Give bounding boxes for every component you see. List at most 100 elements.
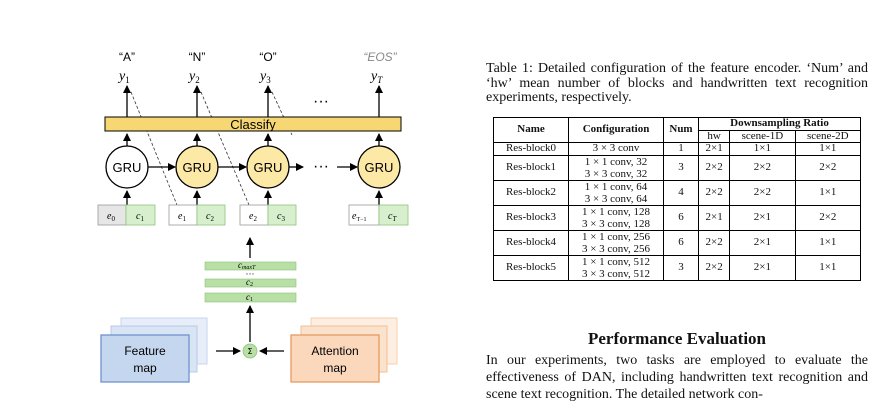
output-char-3: “O” — [259, 50, 276, 64]
table-caption: Table 1: Detailed configuration of the f… — [486, 61, 868, 105]
feature-map-label-2: map — [133, 361, 157, 375]
cell-hw: 2×2 — [697, 154, 731, 181]
output-labels: “A” “N” “O” “EOS” — [119, 50, 398, 64]
config-table: Name Configuration Num Downsampling Rati… — [493, 117, 862, 281]
cell-scene-2d: 2×2 — [794, 154, 862, 181]
context-pairs: e0 c1 e1 c2 e2 c3 eT−1 cT — [97, 204, 409, 226]
output-char-1: “A” — [119, 50, 135, 64]
cell-name: Res-block3 — [493, 204, 569, 231]
context-label-maxT: cmaxT — [238, 260, 256, 271]
table-header-row: Name Configuration Num Downsampling Rati… — [493, 117, 861, 143]
cell-scene-2d: 1×1 — [794, 142, 862, 156]
output-char-eos: “EOS” — [363, 50, 397, 64]
context-dots: ··· — [246, 269, 255, 279]
config-line: 1 × 1 conv, 128 — [581, 205, 651, 218]
cell-config: 3 × 3 conv — [568, 142, 664, 156]
output-y2: y2 — [187, 69, 200, 85]
cell-num: 6 — [663, 204, 699, 231]
cell-scene-2d: 1×1 — [794, 229, 862, 256]
dots-middle: ··· — [313, 158, 329, 175]
attention-map: Attention map — [290, 317, 398, 383]
cell-hw: 2×2 — [697, 179, 731, 206]
e-label-2: e2 — [249, 211, 257, 223]
context-bar-2 — [204, 278, 297, 288]
gru-label-1: GRU — [113, 160, 142, 175]
gru-label-2: GRU — [183, 160, 212, 175]
c-label-3: c3 — [277, 211, 285, 223]
e-label-1: e1 — [178, 211, 186, 223]
header-name: Name — [493, 117, 569, 143]
c-label-T: cT — [388, 211, 397, 223]
cell-num: 4 — [663, 179, 699, 206]
context-gru-arrows — [123, 190, 383, 205]
sum-node — [242, 343, 258, 359]
e-label-0: e0 — [107, 211, 115, 223]
output-char-2: “N” — [189, 50, 206, 64]
subheader-scene-2d: scene-2D — [794, 129, 862, 143]
table-row: Res-block0 3 × 3 conv 1 2×1 1×1 1×1 — [493, 142, 862, 156]
config-line: 1 × 1 conv, 512 — [581, 255, 651, 268]
cell-hw: 2×1 — [697, 204, 731, 231]
feature-map-front — [100, 334, 190, 383]
dots-top: ··· — [313, 93, 329, 110]
feature-map-label-1: Feature — [124, 344, 166, 358]
cell-scene-1d: 2×1 — [729, 254, 796, 281]
cell-scene-1d: 2×2 — [729, 154, 796, 181]
sum-icon: Σ — [247, 347, 252, 356]
attention-map-label-1: Attention — [311, 344, 358, 358]
cell-name: Res-block0 — [493, 142, 569, 156]
cell-scene-1d: 2×2 — [729, 179, 796, 206]
subheader-hw: hw — [697, 129, 731, 143]
config-line: 3 × 3 conv, 128 — [581, 217, 651, 230]
classify-label: Classify — [230, 117, 276, 132]
c-box-1 — [125, 204, 156, 226]
config-line: 1 × 1 conv, 256 — [581, 230, 651, 243]
cell-num: 1 — [663, 142, 699, 156]
output-yT: yT — [369, 69, 383, 85]
header-configuration: Configuration — [568, 117, 664, 143]
section-title: Performance Evaluation — [588, 329, 766, 348]
cell-num: 3 — [663, 254, 699, 281]
classify-bar — [104, 116, 402, 132]
cell-hw: 2×2 — [697, 254, 731, 281]
feedback-dashed-lines — [130, 91, 293, 206]
cell-scene-2d: 2×2 — [794, 204, 862, 231]
context-label-1: c1 — [246, 292, 253, 303]
context-label-2: c2 — [246, 277, 253, 288]
c-box-T — [378, 204, 409, 226]
context-bar-maxT — [204, 261, 297, 271]
cell-name: Res-block4 — [493, 229, 569, 256]
config-line: 3 × 3 conv, 256 — [581, 242, 651, 255]
cell-name: Res-block1 — [493, 154, 569, 181]
cell-hw: 2×2 — [697, 229, 731, 256]
c-label-2: c2 — [206, 211, 214, 223]
body-paragraph: In our experiments, two tasks are employ… — [486, 353, 868, 402]
output-y1: y1 — [117, 69, 130, 85]
attention-map-label-2: map — [323, 361, 347, 375]
cell-scene-1d: 2×1 — [729, 229, 796, 256]
config-line: 1 × 1 conv, 32 — [584, 155, 648, 168]
cell-name: Res-block2 — [493, 179, 569, 206]
subheader-scene-1d: scene-1D — [729, 129, 796, 143]
classify-output-arrows — [123, 85, 383, 117]
config-line: 3 × 3 conv, 512 — [581, 267, 651, 280]
cell-num: 6 — [663, 229, 699, 256]
gru-label-T: GRU — [365, 160, 394, 175]
cell-name: Res-block5 — [493, 254, 569, 281]
c-box-2 — [196, 204, 226, 226]
header-downsampling: Downsampling Ratio — [698, 117, 861, 131]
feature-map: Feature map — [100, 317, 208, 383]
gru-cells: GRU GRU GRU GRU — [105, 145, 401, 189]
gru-cell-T — [357, 145, 401, 189]
cell-hw: 2×1 — [697, 142, 731, 156]
